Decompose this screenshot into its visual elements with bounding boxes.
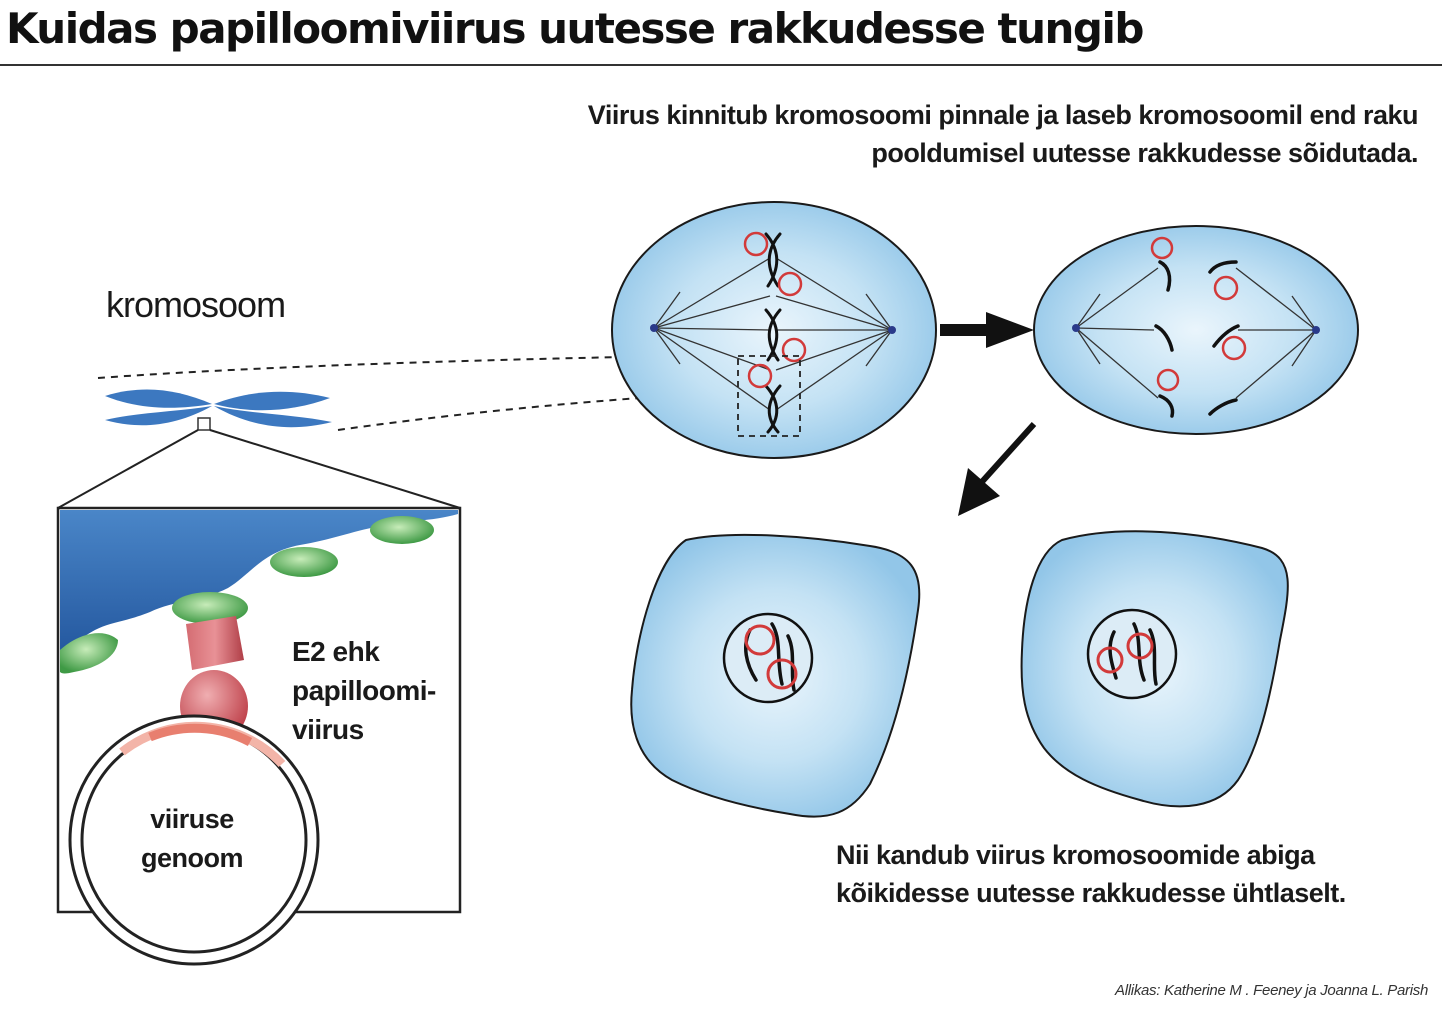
cell-anaphase	[1033, 225, 1359, 435]
zoom-box	[56, 506, 462, 966]
source-credit: Allikas: Katherine M . Feeney ja Joanna …	[1115, 982, 1428, 999]
cell-metaphase	[611, 201, 937, 459]
daughter-cell-left	[630, 533, 921, 818]
chromosome-label: kromosoom	[106, 284, 286, 325]
chromosome-icon	[105, 389, 332, 431]
genome-label-line-2: genoom	[141, 843, 244, 873]
caption-bottom-line-1: Nii kandub viirus kromosoomide abiga	[836, 840, 1315, 870]
arrow-right-icon	[940, 312, 1034, 348]
e2-label-line-2: papilloomi-	[292, 675, 436, 706]
caption-top-line-2: pooldumisel uutesse rakkudesse sõidutada…	[871, 138, 1418, 168]
genome-label-line-1: viiruse	[150, 804, 234, 834]
caption-bottom-line-2: kõikidesse uutesse rakkudesse ühtlaselt.	[836, 878, 1346, 908]
caption-top: Viirus kinnitub kromosoomi pinnale ja la…	[498, 96, 1419, 172]
caption-bottom: Nii kandub viirus kromosoomide abiga kõi…	[836, 836, 1436, 912]
caption-top-line-1: Viirus kinnitub kromosoomi pinnale ja la…	[587, 100, 1419, 130]
title-divider	[0, 64, 1442, 66]
e2-protein-label: E2 ehk papilloomi- viirus	[292, 632, 462, 749]
zoom-line-lower	[337, 391, 745, 431]
e2-label-line-1: E2 ehk	[292, 636, 380, 667]
page-title: Kuidas papilloomiviirus uutesse rakkudes…	[6, 4, 1144, 53]
e2-label-line-3: viirus	[292, 714, 364, 745]
daughter-cell-right	[1020, 530, 1289, 808]
viral-genome-label: viiruse genoom	[112, 800, 272, 878]
arrow-down-left-icon	[958, 421, 1037, 516]
